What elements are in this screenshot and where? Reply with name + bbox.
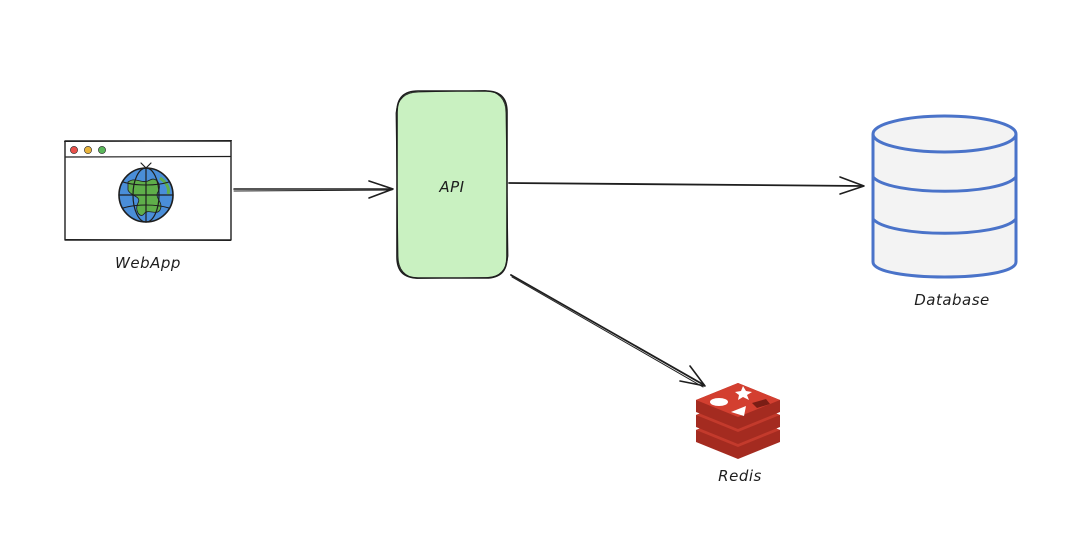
arrow-api-to-database	[508, 176, 865, 195]
database-icon	[871, 114, 1018, 279]
api-label: API	[438, 178, 464, 196]
redis-label: Redis	[718, 467, 762, 485]
api-node[interactable]: API	[395, 90, 509, 279]
browser-globe-icon	[64, 140, 232, 241]
arrow-api-to-redis	[510, 274, 706, 388]
webapp-node[interactable]: WebApp	[64, 140, 232, 273]
arrow-webapp-to-api	[233, 180, 394, 199]
redis-node[interactable]: Redis	[696, 383, 780, 485]
database-node[interactable]: Database	[871, 114, 1018, 309]
database-label: Database	[914, 291, 990, 309]
redis-icon	[696, 383, 780, 459]
webapp-label: WebApp	[115, 254, 181, 272]
